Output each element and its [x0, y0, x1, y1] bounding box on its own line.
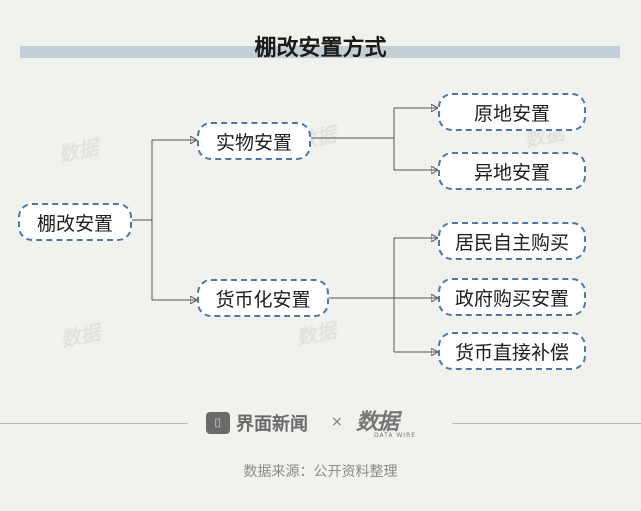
node-in-situ: 原地安置 [438, 93, 586, 131]
footer-divider-right [452, 423, 641, 424]
data-source-note: 数据来源：公开资料整理 [243, 464, 398, 480]
times-sign: × [331, 414, 343, 430]
node-monetary-resettlement: 货币化安置 [197, 279, 329, 317]
node-self-purchase: 居民自主购买 [438, 222, 586, 260]
datawire-logo-subtext: DATA WIRE [374, 432, 417, 439]
brand-logo: ⌷ 界面新闻 [206, 410, 308, 436]
node-root: 棚改安置 [18, 203, 132, 241]
datawire-logo: 数据 DATA WIRE [356, 404, 422, 440]
node-direct-compensation: 货币直接补偿 [438, 332, 586, 370]
brand-name: 界面新闻 [236, 414, 308, 435]
brand-icon: ⌷ [206, 412, 230, 434]
footer-divider-left [0, 423, 188, 424]
node-physical-resettlement: 实物安置 [197, 122, 311, 160]
title-underline-bar [20, 46, 620, 58]
datawire-logo-text: 数据 [356, 410, 399, 435]
node-government-purchase: 政府购买安置 [438, 278, 586, 316]
diagram-title: 棚改安置方式 [254, 36, 387, 61]
node-off-site: 异地安置 [438, 152, 586, 190]
